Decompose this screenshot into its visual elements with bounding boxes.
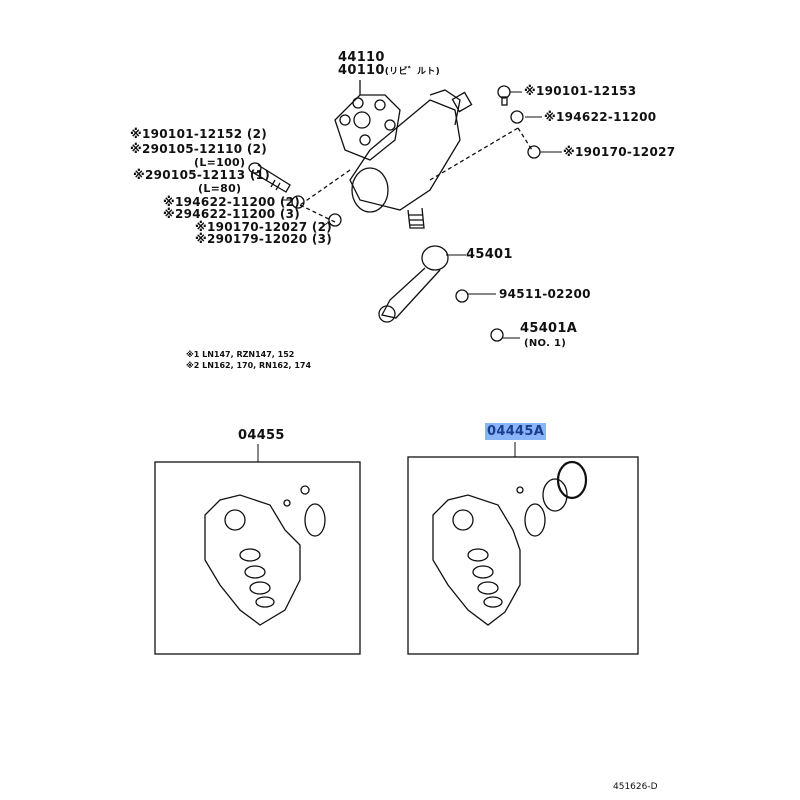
gasket-set-left <box>204 485 326 626</box>
part-label[interactable]: ※290179-12020 (3) <box>195 232 333 246</box>
length-note: (L=100) <box>194 156 246 169</box>
pitman-arm-drawing <box>378 245 449 323</box>
part-label[interactable]: ※194622-11200 <box>544 110 657 124</box>
part-label[interactable]: ※190101-12153 <box>524 84 637 98</box>
part-label[interactable]: ※190101-12152 (2) <box>130 127 268 141</box>
leader-dashed <box>299 127 533 223</box>
part-number-kit-right-highlighted[interactable]: 04445A <box>485 423 547 440</box>
part-label[interactable]: ※290105-12113 (1) <box>133 168 271 182</box>
part-number-washer[interactable]: 45401A <box>520 321 578 336</box>
kit-box-right <box>407 456 639 655</box>
part-number-gear-box[interactable]: 44110 <box>338 50 385 65</box>
leader-lines <box>257 91 562 462</box>
part-label[interactable]: ※294622-11200 (3) <box>163 207 301 221</box>
part-number: 40110 <box>338 63 385 78</box>
kit-box-left <box>154 461 361 655</box>
part-number-pitman-arm[interactable]: 45401 <box>466 247 513 262</box>
part-number-gear-box-rebuilt[interactable]: 40110(リビ゛ルト) <box>338 63 440 78</box>
steering-gear-box-drawing <box>334 80 473 229</box>
part-label[interactable]: ※194622-11200 (2) <box>163 195 301 209</box>
rebuilt-note: (リビ゛ルト) <box>384 67 441 77</box>
part-label[interactable]: ※190170-12027 <box>563 145 676 159</box>
gasket-set-right <box>432 460 588 626</box>
figure-id: 451626-D <box>613 782 658 792</box>
part-number-nut[interactable]: 94511-02200 <box>499 287 591 301</box>
footnote-1: ※1 LN147, RZN147, 152 <box>186 350 295 359</box>
washer-note: (NO. 1) <box>524 338 567 349</box>
part-number-kit-left[interactable]: 04455 <box>238 428 285 443</box>
bolt-left-drawing <box>248 162 342 227</box>
footnote-2: ※2 LN162, 170, RN162, 174 <box>186 361 312 370</box>
part-label[interactable]: ※190170-12027 (2) <box>195 220 333 234</box>
length-note: (L=80) <box>198 182 242 195</box>
part-label[interactable]: ※290105-12110 (2) <box>130 142 268 156</box>
